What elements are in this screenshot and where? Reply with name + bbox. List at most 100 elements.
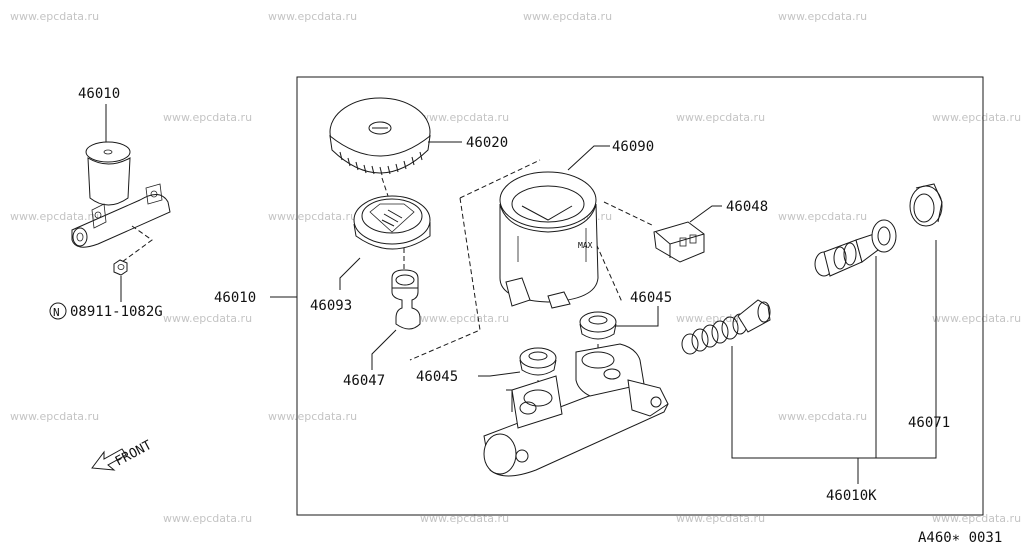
- part-label-46010k[interactable]: 46010K: [826, 488, 877, 504]
- reservoir-neck: [521, 205, 573, 221]
- bore-outlet: [515, 449, 529, 463]
- reservoir-seal-right[interactable]: 46045: [579, 290, 672, 362]
- mounting-hole: [650, 396, 662, 408]
- watermark: www.epcdata.ru: [523, 10, 612, 23]
- exploded-view-frame: [296, 76, 984, 516]
- seal-hole: [528, 351, 548, 361]
- reservoir-shape: [87, 157, 131, 206]
- part-label-46045-right[interactable]: 46045: [630, 290, 672, 306]
- watermark: www.epcdata.ru: [10, 410, 99, 423]
- nut-part[interactable]: N 08911-1082G: [49, 259, 163, 320]
- watermark: www.epcdata.ru: [163, 512, 252, 525]
- reservoir-mouth: [499, 171, 597, 229]
- nut-shape: [113, 259, 128, 276]
- reservoir-cap[interactable]: 46020: [329, 97, 508, 197]
- assembled-master-cylinder[interactable]: 46010: [71, 86, 171, 263]
- bore-end: [72, 227, 88, 247]
- left-boss: [511, 375, 563, 429]
- level-switch-connector[interactable]: 46048: [653, 199, 768, 263]
- diagram-code: A460∗ 0031: [918, 530, 1002, 546]
- flange: [145, 183, 163, 205]
- strainer-mesh: [369, 203, 415, 233]
- bore-end: [483, 433, 517, 475]
- part-label-46093[interactable]: 46093: [310, 298, 352, 314]
- reservoir-inner: [511, 185, 585, 223]
- cap-knurl: [339, 151, 423, 176]
- watermark: www.epcdata.ru: [163, 111, 252, 124]
- plug-shape: [391, 269, 421, 330]
- watermark: www.epcdata.ru: [778, 410, 867, 423]
- nut-hole: [117, 264, 125, 270]
- watermark: www.epcdata.ru: [420, 512, 509, 525]
- cup-ring: [909, 183, 943, 227]
- strainer-side: [353, 222, 431, 250]
- part-label-46020[interactable]: 46020: [466, 135, 508, 151]
- strainer[interactable]: 46093: [310, 195, 431, 314]
- watermark: www.epcdata.ru: [268, 210, 357, 223]
- part-label-46010-assembly[interactable]: 46010: [214, 290, 256, 306]
- cap-shape: [85, 141, 131, 163]
- body-edge: [506, 389, 513, 412]
- connector-pin: [689, 234, 697, 244]
- spring: [681, 299, 771, 355]
- piston-kit[interactable]: 46010K 46071: [681, 183, 950, 504]
- plug[interactable]: 46047: [343, 248, 421, 389]
- assembly-guide: [409, 159, 541, 361]
- part-label-46090[interactable]: 46090: [612, 139, 654, 155]
- leader-line: [567, 145, 610, 171]
- part-label-46045-left[interactable]: 46045: [416, 369, 458, 385]
- strainer-rim: [353, 195, 431, 245]
- seal-shape: [579, 311, 617, 333]
- reservoir-foot-left: [505, 277, 531, 307]
- master-cylinder-body[interactable]: [483, 343, 669, 477]
- leader-line: [616, 306, 659, 327]
- plug-top: [395, 274, 415, 286]
- seal-side: [579, 323, 617, 340]
- front-indicator: FRONT: [91, 438, 155, 471]
- connector-shape: [653, 221, 705, 263]
- watermark: www.epcdata.ru: [778, 10, 867, 23]
- leader-line: [371, 329, 397, 370]
- bore-hole: [76, 232, 84, 242]
- assembly-guide: [589, 229, 623, 303]
- part-label-46071[interactable]: 46071: [908, 415, 950, 431]
- watermark: www.epcdata.ru: [932, 512, 1021, 525]
- watermark: www.epcdata.ru: [268, 410, 357, 423]
- reservoir[interactable]: MAX 46090: [409, 139, 655, 361]
- part-label-46047[interactable]: 46047: [343, 373, 385, 389]
- watermark: www.epcdata.ru: [420, 312, 509, 325]
- watermark: www.epcdata.ru: [676, 512, 765, 525]
- leader-line: [478, 371, 521, 377]
- part-label-46010-top[interactable]: 46010: [78, 86, 120, 102]
- watermark: www.epcdata.ru: [932, 312, 1021, 325]
- flange-hole: [150, 190, 158, 198]
- reservoir-foot-right: [547, 291, 571, 309]
- left-boss-port: [523, 389, 553, 407]
- kit-bracket: [731, 240, 937, 459]
- watermark: www.epcdata.ru: [10, 10, 99, 23]
- connector-pin: [679, 237, 687, 247]
- nut-symbol-circle: [49, 302, 67, 320]
- watermark: www.epcdata.ru: [676, 111, 765, 124]
- watermark: www.epcdata.ru: [268, 10, 357, 23]
- part-label-46048[interactable]: 46048: [726, 199, 768, 215]
- assembly-guide: [381, 177, 389, 197]
- right-port-hole: [603, 368, 621, 380]
- reservoir-markings: [517, 228, 587, 262]
- seal-hole: [588, 315, 608, 325]
- part-label-nut[interactable]: 08911-1082G: [70, 304, 163, 320]
- watermark: www.epcdata.ru: [163, 312, 252, 325]
- nut-symbol: N: [53, 306, 60, 319]
- port-left: [91, 203, 107, 229]
- assembly-guide: [603, 201, 655, 227]
- reservoir-mark: MAX: [578, 241, 593, 250]
- watermark: www.epcdata.ru: [932, 111, 1021, 124]
- watermark: www.epcdata.ru: [778, 210, 867, 223]
- seal-side: [519, 359, 557, 376]
- leader-line: [339, 257, 361, 290]
- cap-slot: [103, 149, 113, 155]
- body-shape: [71, 194, 171, 248]
- secondary-piston: [814, 219, 897, 277]
